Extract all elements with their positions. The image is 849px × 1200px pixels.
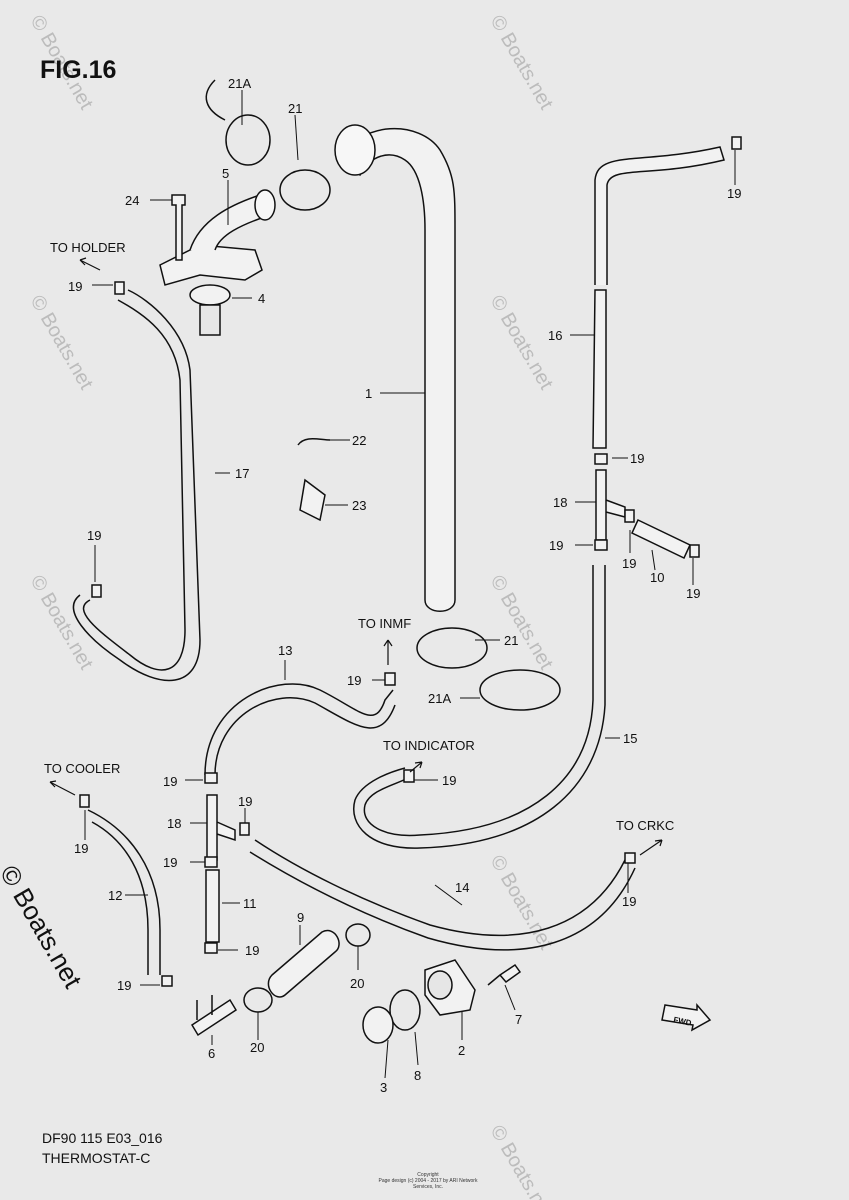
part-20-clamp bbox=[345, 923, 371, 947]
callout-17: 17 bbox=[235, 466, 249, 481]
callout-16: 16 bbox=[548, 328, 562, 343]
copyright-notice: Copyright Page design (c) 2004 - 2017 by… bbox=[368, 1172, 488, 1190]
drawing bbox=[49, 79, 742, 1079]
fwd-arrow-icon bbox=[661, 1002, 712, 1032]
callout-3: 3 bbox=[380, 1080, 387, 1095]
part-14-hose bbox=[249, 839, 636, 951]
callout-21: 21 bbox=[504, 633, 518, 648]
leader-lines bbox=[84, 90, 736, 1079]
callout-19: 19 bbox=[163, 774, 177, 789]
watermark: © Boats.net bbox=[26, 292, 98, 394]
part-21-clamp bbox=[279, 169, 331, 211]
callout-24: 24 bbox=[125, 193, 139, 208]
callout-2: 2 bbox=[458, 1043, 465, 1058]
part-18-fitting bbox=[595, 469, 626, 541]
part-18-fitting bbox=[206, 794, 236, 861]
part-6-fitting bbox=[190, 995, 238, 1037]
callout-19: 19 bbox=[163, 855, 177, 870]
watermark: © Boats.net bbox=[486, 12, 558, 114]
callout-22: 22 bbox=[352, 433, 366, 448]
part-21A-spring bbox=[205, 79, 226, 121]
callout-19: 19 bbox=[68, 279, 82, 294]
part-11-hose bbox=[205, 869, 220, 943]
part-12-hose bbox=[87, 809, 161, 975]
figure-name: THERMOSTAT-C bbox=[42, 1150, 151, 1166]
callout-12: 12 bbox=[108, 888, 122, 903]
destination-labels: TO HOLDER TO INMF TO INDICATOR TO COOLER… bbox=[44, 240, 674, 833]
part-4-thermostat bbox=[189, 284, 231, 336]
watermark: © Boats.net bbox=[486, 852, 558, 954]
callout-13: 13 bbox=[278, 643, 292, 658]
callout-20: 20 bbox=[350, 976, 364, 991]
fwd-label: FWD bbox=[673, 1015, 693, 1028]
watermark: © Boats.net bbox=[486, 1122, 558, 1200]
part-2-cover bbox=[424, 959, 476, 1016]
part-10-hose bbox=[631, 518, 691, 560]
part-22-clip bbox=[297, 438, 331, 446]
callout-19: 19 bbox=[238, 794, 252, 809]
callout-numbers: 1 2 3 4 5 6 7 8 9 10 11 12 13 14 15 16 1… bbox=[68, 76, 741, 1095]
callout-19: 19 bbox=[347, 673, 361, 688]
part-21A-spring bbox=[225, 114, 271, 166]
part-7-bolt bbox=[487, 963, 522, 986]
callout-8: 8 bbox=[414, 1068, 421, 1083]
callout-6: 6 bbox=[208, 1046, 215, 1061]
callout-19: 19 bbox=[727, 186, 741, 201]
callout-9: 9 bbox=[297, 910, 304, 925]
label-to-indicator: TO INDICATOR bbox=[383, 738, 475, 753]
part-21-clamp bbox=[416, 627, 488, 669]
callout-19: 19 bbox=[442, 773, 456, 788]
callout-15: 15 bbox=[623, 731, 637, 746]
part-23-clip bbox=[299, 478, 326, 522]
part-3-thermostat bbox=[362, 1006, 394, 1044]
callout-21: 21 bbox=[288, 101, 302, 116]
part-24-bolt bbox=[171, 194, 186, 261]
callout-19: 19 bbox=[622, 556, 636, 571]
callout-19: 19 bbox=[87, 528, 101, 543]
copyright-line: Copyright bbox=[417, 1172, 439, 1178]
figure-title: FIG.16 bbox=[40, 56, 117, 84]
watermark: © Boats.net bbox=[486, 292, 558, 394]
copyright-line: Page design (c) 2004 - 2017 by ARI Netwo… bbox=[378, 1178, 478, 1190]
part-8-oring bbox=[389, 989, 421, 1031]
figure-model: DF90 115 E03_016 bbox=[42, 1130, 163, 1146]
watermark: © Boats.net bbox=[486, 572, 558, 674]
callout-19: 19 bbox=[117, 978, 131, 993]
part-13-hose bbox=[204, 683, 396, 776]
callout-18: 18 bbox=[167, 816, 181, 831]
callout-21A: 21A bbox=[428, 691, 451, 706]
part-9-hose bbox=[267, 929, 340, 998]
callout-19: 19 bbox=[74, 841, 88, 856]
callout-21A: 21A bbox=[228, 76, 251, 91]
callout-14: 14 bbox=[455, 880, 469, 895]
callout-5: 5 bbox=[222, 166, 229, 181]
callout-19: 19 bbox=[630, 451, 644, 466]
callout-1: 1 bbox=[365, 386, 372, 401]
callout-20: 20 bbox=[250, 1040, 264, 1055]
label-to-holder: TO HOLDER bbox=[50, 240, 126, 255]
callout-11: 11 bbox=[243, 896, 257, 911]
label-to-inmf: TO INMF bbox=[358, 616, 411, 631]
callout-7: 7 bbox=[515, 1012, 522, 1027]
part-21A-spring bbox=[479, 669, 561, 711]
destination-arrows bbox=[49, 257, 663, 856]
label-to-cooler: TO COOLER bbox=[44, 761, 120, 776]
callout-19: 19 bbox=[549, 538, 563, 553]
part-16-hose bbox=[592, 146, 725, 449]
callout-4: 4 bbox=[258, 291, 265, 306]
callout-10: 10 bbox=[650, 570, 664, 585]
callout-23: 23 bbox=[352, 498, 366, 513]
label-to-crkc: TO CRKC bbox=[616, 818, 674, 833]
callout-19: 19 bbox=[622, 894, 636, 909]
part-15-hose bbox=[353, 565, 606, 849]
part-17-hose bbox=[72, 289, 201, 682]
watermark: © Boats.net bbox=[26, 572, 98, 674]
callout-18: 18 bbox=[553, 495, 567, 510]
watermarks: © Boats.net © Boats.net © Boats.net © Bo… bbox=[26, 12, 558, 1200]
part-20-clamp bbox=[243, 987, 273, 1013]
callout-19: 19 bbox=[245, 943, 259, 958]
callout-19: 19 bbox=[686, 586, 700, 601]
part-1-hose bbox=[334, 124, 456, 612]
